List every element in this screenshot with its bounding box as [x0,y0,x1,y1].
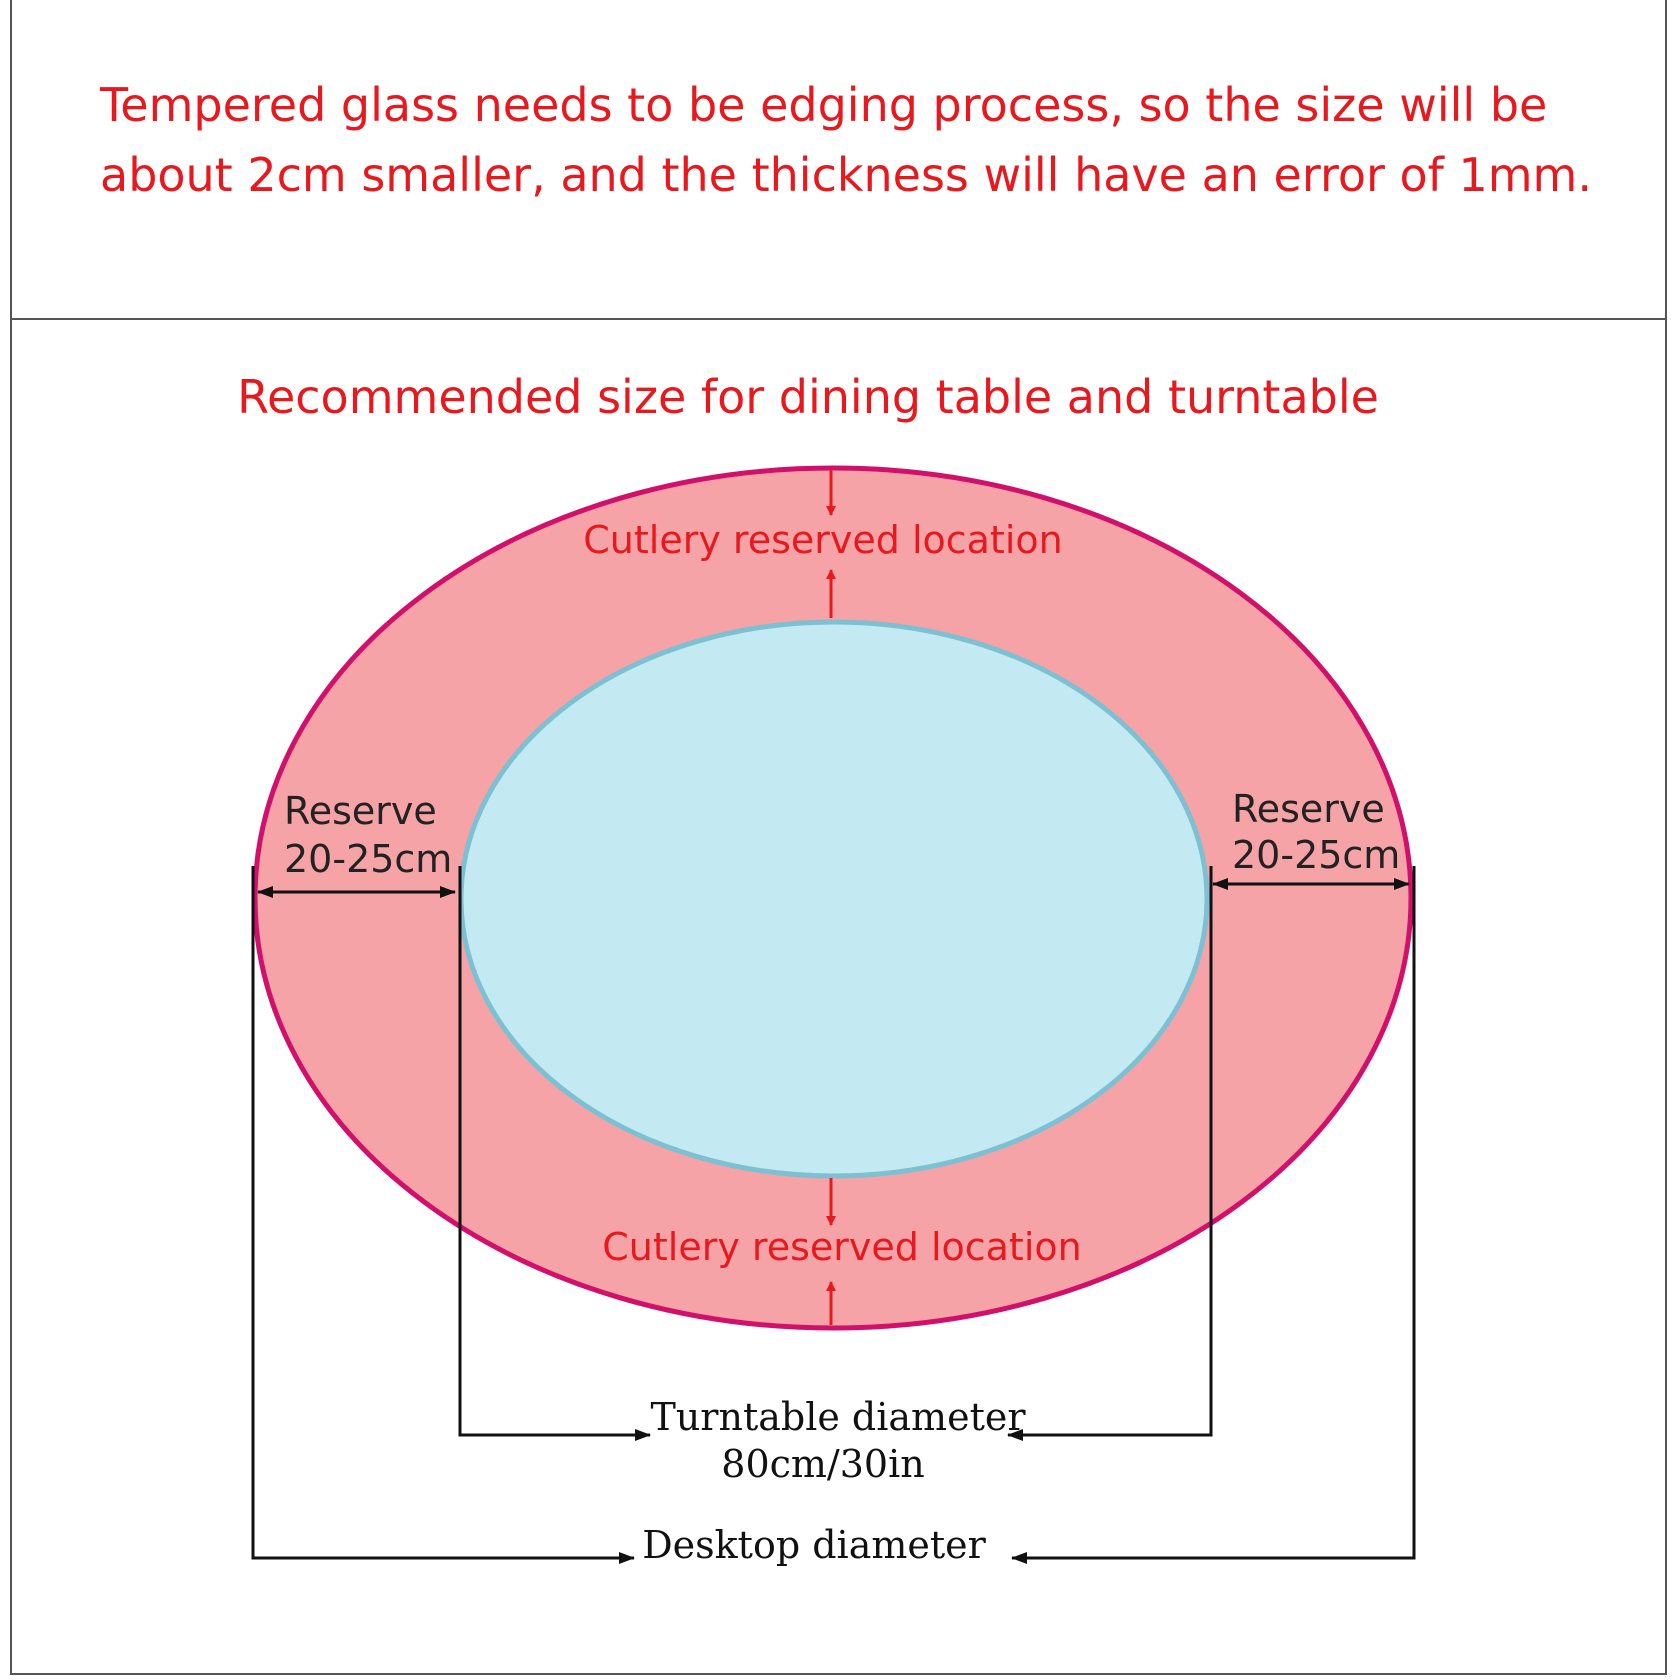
cutlery-bottom-label: Cutlery reserved location [602,1225,1081,1269]
reserve-right-label-2: 20-25cm [1232,833,1400,877]
reserve-right-label-1: Reserve [1232,787,1385,831]
turntable-diameter-label: Turntable diameter [650,1395,1026,1439]
desktop-bracket-left [251,866,635,1564]
desktop-diameter-label: Desktop diameter [642,1523,986,1567]
diagram-title: Recommended size for dining table and tu… [237,370,1379,424]
cutlery-top-label: Cutlery reserved location [583,518,1062,562]
reserve-left-label-1: Reserve [284,789,437,833]
notice-line-1: Tempered glass needs to be edging proces… [100,78,1548,132]
notice-text: Tempered glass needs to be edging proces… [100,70,1620,210]
turntable-diameter-value: 80cm/30in [721,1442,924,1486]
turntable-bracket-left [458,866,651,1441]
turntable-bracket-right [1007,866,1213,1441]
turntable-ellipse [458,619,1210,1179]
reserve-left-label-2: 20-25cm [284,837,452,881]
desktop-bracket-right [1011,866,1416,1564]
section-divider [10,318,1667,320]
notice-line-2: about 2cm smaller, and the thickness wil… [100,148,1592,202]
outer-frame [10,0,1667,1675]
